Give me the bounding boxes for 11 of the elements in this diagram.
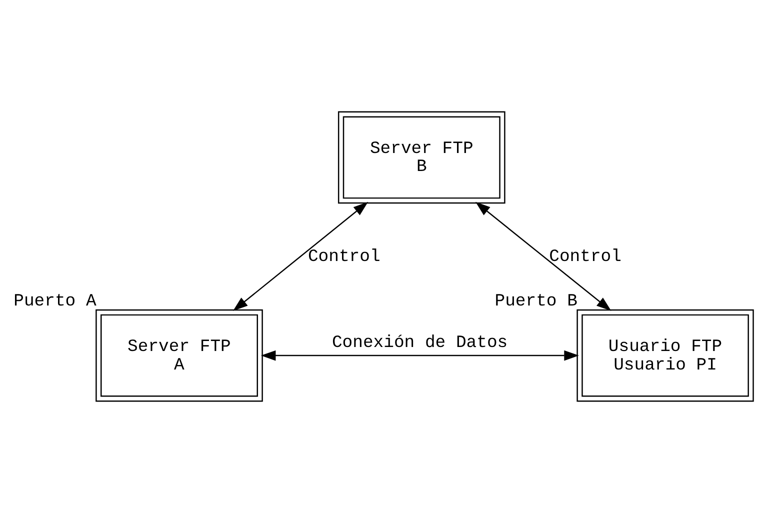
arrow xyxy=(475,202,612,311)
node-label: Puerto A xyxy=(14,292,96,312)
node-label: Puerto B xyxy=(494,292,578,312)
arrow xyxy=(260,350,579,361)
node-box: Server FTP A xyxy=(96,309,263,402)
node-box: Server FTP B xyxy=(338,111,506,204)
node-box: Usuario FTP Usuario PI xyxy=(576,309,754,402)
edge-label: Conexión de Datos xyxy=(332,334,508,354)
arrow xyxy=(233,202,368,311)
edge-label: Control xyxy=(549,248,622,268)
edge-label: Control xyxy=(308,248,380,268)
